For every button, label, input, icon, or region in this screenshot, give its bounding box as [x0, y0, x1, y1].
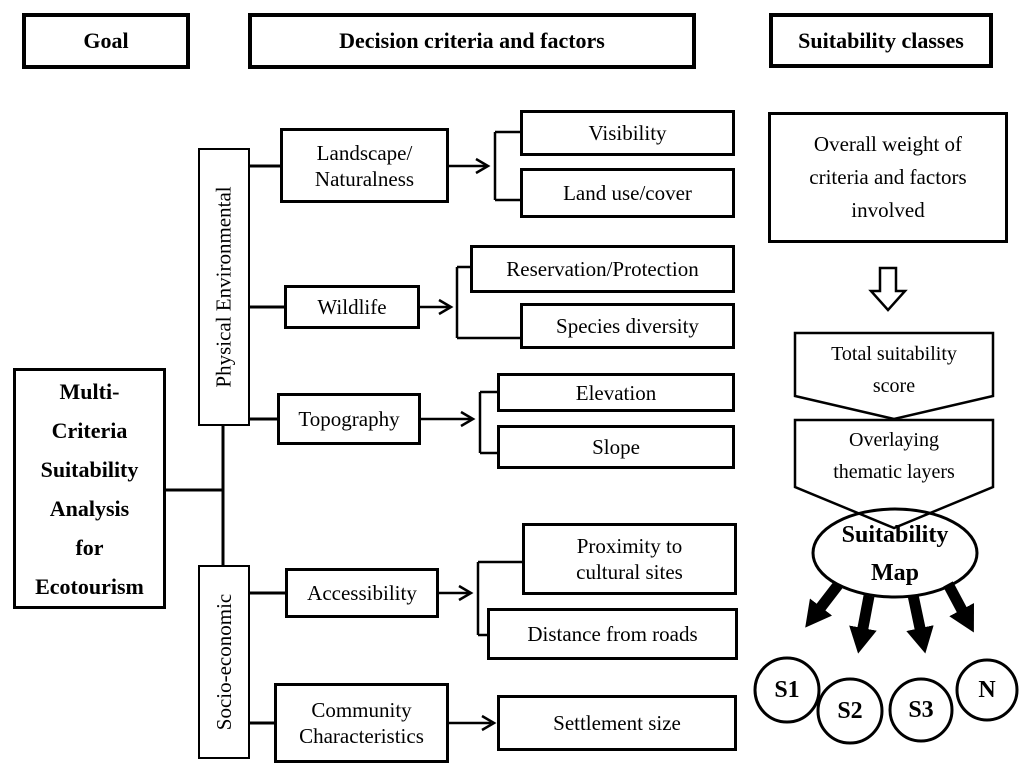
arrowhead-community [481, 714, 497, 732]
criterion-accessibility: Accessibility [285, 568, 439, 618]
map-arrow-1 [805, 581, 843, 628]
bracket-accessibility [476, 560, 522, 637]
circle-n [955, 658, 1019, 722]
bracket-wildlife [455, 265, 520, 340]
factor-proximity: Proximity to cultural sites [522, 523, 737, 595]
category-socio-economic: Socio-economic [198, 565, 250, 759]
circle-s2 [816, 677, 884, 745]
decision-criteria-header: Decision criteria and factors [248, 13, 696, 69]
flow-overall-weight-box: Overall weight of criteria and factors i… [768, 112, 1008, 243]
factor-slope: Slope [497, 425, 735, 469]
circle-s1 [753, 656, 821, 724]
class-label-s2: S2 [837, 698, 863, 724]
map-arrow-4 [943, 581, 974, 633]
factor-distance: Distance from roads [487, 608, 738, 660]
class-label-n: N [978, 677, 996, 703]
map-arrow-3 [906, 593, 934, 654]
flow-overlay-label: Overlaying thematic layers [833, 429, 955, 483]
factor-elevation: Elevation [497, 373, 735, 412]
suitability-classes-header: Suitability classes [769, 13, 993, 68]
factor-species: Species diversity [520, 303, 735, 349]
goal-header: Goal [22, 13, 190, 69]
bracket-topography [478, 390, 497, 455]
factor-settlement: Settlement size [497, 695, 737, 751]
category-socio-label: Socio-economic [212, 593, 236, 731]
goal-box: Multi- Criteria Suitability Analysis for… [13, 368, 166, 609]
map-arrow-2 [849, 594, 877, 654]
bracket-landscape [493, 130, 520, 202]
down-block-arrow-icon [868, 266, 908, 312]
factor-visibility: Visibility [520, 110, 735, 156]
class-label-s1: S1 [774, 677, 800, 703]
criterion-community: Community Characteristics [274, 683, 449, 763]
criterion-topography: Topography [277, 393, 421, 445]
arrowhead-accessibility [458, 584, 474, 602]
flow-total-score-label: Total suitability score [831, 343, 957, 397]
circle-s3 [888, 677, 954, 743]
arrowhead-wildlife [438, 298, 454, 316]
arrowhead-landscape [475, 157, 491, 175]
factor-reservation: Reservation/Protection [470, 245, 735, 293]
criterion-landscape: Landscape/ Naturalness [280, 128, 449, 203]
factor-landuse: Land use/cover [520, 168, 735, 218]
category-physical-environmental: Physical Environmental [198, 148, 250, 426]
category-physical-label: Physical Environmental [212, 186, 236, 388]
suitability-map-ellipse [811, 507, 979, 599]
class-label-s3: S3 [908, 697, 934, 723]
total-score-pentagon [793, 331, 995, 421]
arrowhead-topography [460, 410, 476, 428]
criterion-wildlife: Wildlife [284, 285, 420, 329]
suitability-map-label: Suitability Map [841, 522, 949, 586]
overlay-pentagon [793, 418, 995, 530]
